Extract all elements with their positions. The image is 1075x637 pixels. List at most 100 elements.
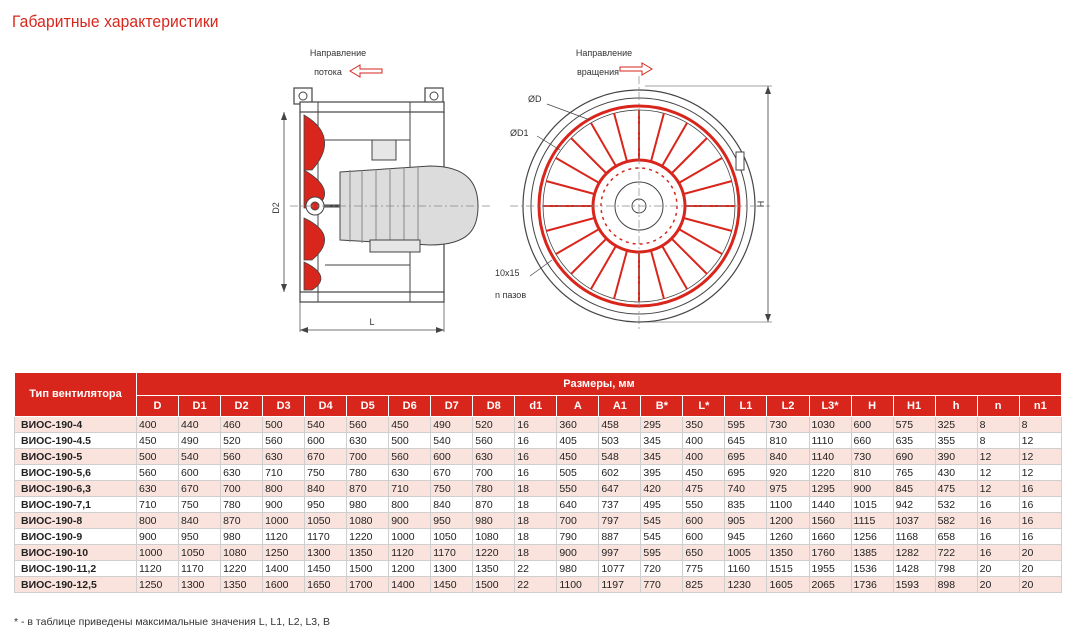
table-cell: 790 bbox=[556, 528, 600, 545]
table-cell: 16 bbox=[1018, 512, 1063, 529]
table-cell: 825 bbox=[682, 576, 726, 593]
table-cell: 1170 bbox=[178, 560, 222, 577]
fan-type-cell: ВИОС-190-5,6 bbox=[14, 464, 137, 481]
fan-dimension-drawing: Направление потока bbox=[271, 48, 772, 333]
table-cell: 540 bbox=[178, 448, 222, 465]
table-cell: 350 bbox=[682, 416, 726, 433]
table-cell: 640 bbox=[556, 496, 600, 513]
type-header: Тип вентилятора bbox=[14, 372, 137, 417]
table-cell: 20 bbox=[976, 576, 1020, 593]
group-header: Размеры, мм bbox=[136, 372, 1062, 396]
table-cell: 18 bbox=[514, 528, 558, 545]
table-cell: 600 bbox=[304, 432, 348, 449]
table-cell: 840 bbox=[430, 496, 474, 513]
table-cell: 360 bbox=[556, 416, 600, 433]
rotation-arrow-icon bbox=[619, 62, 653, 76]
table-cell: 16 bbox=[976, 496, 1020, 513]
table-cell: 797 bbox=[598, 512, 642, 529]
column-header: D6 bbox=[388, 395, 432, 417]
table-cell: 1015 bbox=[850, 496, 894, 513]
table-cell: 1300 bbox=[304, 544, 348, 561]
table-cell: 503 bbox=[598, 432, 642, 449]
column-header: D5 bbox=[346, 395, 390, 417]
table-cell: 390 bbox=[934, 448, 978, 465]
table-cell: 345 bbox=[640, 432, 684, 449]
table-cell: 1030 bbox=[808, 416, 852, 433]
table-cell: 545 bbox=[640, 528, 684, 545]
table-cell: 1080 bbox=[472, 528, 516, 545]
table-cell: 1200 bbox=[388, 560, 432, 577]
table-cell: 1197 bbox=[598, 576, 642, 593]
table-cell: 12 bbox=[976, 480, 1020, 497]
table-cell: 1605 bbox=[766, 576, 810, 593]
table-cell: 1230 bbox=[724, 576, 768, 593]
table-cell: 560 bbox=[346, 416, 390, 433]
table-cell: 16 bbox=[514, 448, 558, 465]
table-cell: 1350 bbox=[472, 560, 516, 577]
table-cell: 16 bbox=[1018, 528, 1063, 545]
table-cell: 1110 bbox=[808, 432, 852, 449]
column-header: n bbox=[976, 395, 1020, 417]
table-cell: 1170 bbox=[430, 544, 474, 561]
table-cell: 18 bbox=[514, 480, 558, 497]
table-cell: 400 bbox=[135, 416, 180, 433]
table-cell: 898 bbox=[934, 576, 978, 593]
column-header: D2 bbox=[220, 395, 264, 417]
table-cell: 1170 bbox=[304, 528, 348, 545]
table-cell: 295 bbox=[640, 416, 684, 433]
table-cell: 950 bbox=[304, 496, 348, 513]
table-cell: 20 bbox=[1018, 560, 1063, 577]
table-cell: 775 bbox=[682, 560, 726, 577]
table-cell: 1005 bbox=[724, 544, 768, 561]
table-cell: 1000 bbox=[135, 544, 180, 561]
table-cell: 950 bbox=[178, 528, 222, 545]
table-cell: 710 bbox=[135, 496, 180, 513]
table-cell: 920 bbox=[766, 464, 810, 481]
column-header: A bbox=[556, 395, 600, 417]
dim-d-label: ØD bbox=[528, 94, 542, 104]
table-cell: 1350 bbox=[766, 544, 810, 561]
column-header: D7 bbox=[430, 395, 474, 417]
table-cell: 16 bbox=[514, 432, 558, 449]
table-cell: 458 bbox=[598, 416, 642, 433]
dim-d2-label: D2 bbox=[271, 202, 281, 214]
table-cell: 1200 bbox=[766, 512, 810, 529]
table-cell: 1220 bbox=[346, 528, 390, 545]
table-cell: 840 bbox=[766, 448, 810, 465]
fan-type-cell: ВИОС-190-11,2 bbox=[14, 560, 137, 577]
table-cell: 1650 bbox=[304, 576, 348, 593]
table-cell: 1955 bbox=[808, 560, 852, 577]
column-header: n1 bbox=[1018, 395, 1063, 417]
table-cell: 1120 bbox=[135, 560, 180, 577]
fan-type-cell: ВИОС-190-6,3 bbox=[14, 480, 137, 497]
table-cell: 798 bbox=[934, 560, 978, 577]
table-cell: 560 bbox=[220, 448, 264, 465]
table-cell: 16 bbox=[976, 512, 1020, 529]
table-cell: 900 bbox=[850, 480, 894, 497]
table-cell: 997 bbox=[598, 544, 642, 561]
table-cell: 550 bbox=[556, 480, 600, 497]
table-cell: 835 bbox=[724, 496, 768, 513]
table-cell: 545 bbox=[640, 512, 684, 529]
table-cell: 845 bbox=[892, 480, 936, 497]
table-cell: 710 bbox=[388, 480, 432, 497]
fan-type-cell: ВИОС-190-8 bbox=[14, 512, 137, 529]
fan-type-cell: ВИОС-190-4 bbox=[14, 416, 137, 433]
table-cell: 700 bbox=[220, 480, 264, 497]
column-header: D4 bbox=[304, 395, 348, 417]
table-cell: 1350 bbox=[220, 576, 264, 593]
footnote: * - в таблице приведены максимальные зна… bbox=[14, 616, 330, 628]
table-cell: 600 bbox=[850, 416, 894, 433]
table-cell: 420 bbox=[640, 480, 684, 497]
column-header: D8 bbox=[472, 395, 516, 417]
table-cell: 1050 bbox=[304, 512, 348, 529]
table-cell: 1260 bbox=[766, 528, 810, 545]
table-cell: 1282 bbox=[892, 544, 936, 561]
table-cell: 950 bbox=[430, 512, 474, 529]
